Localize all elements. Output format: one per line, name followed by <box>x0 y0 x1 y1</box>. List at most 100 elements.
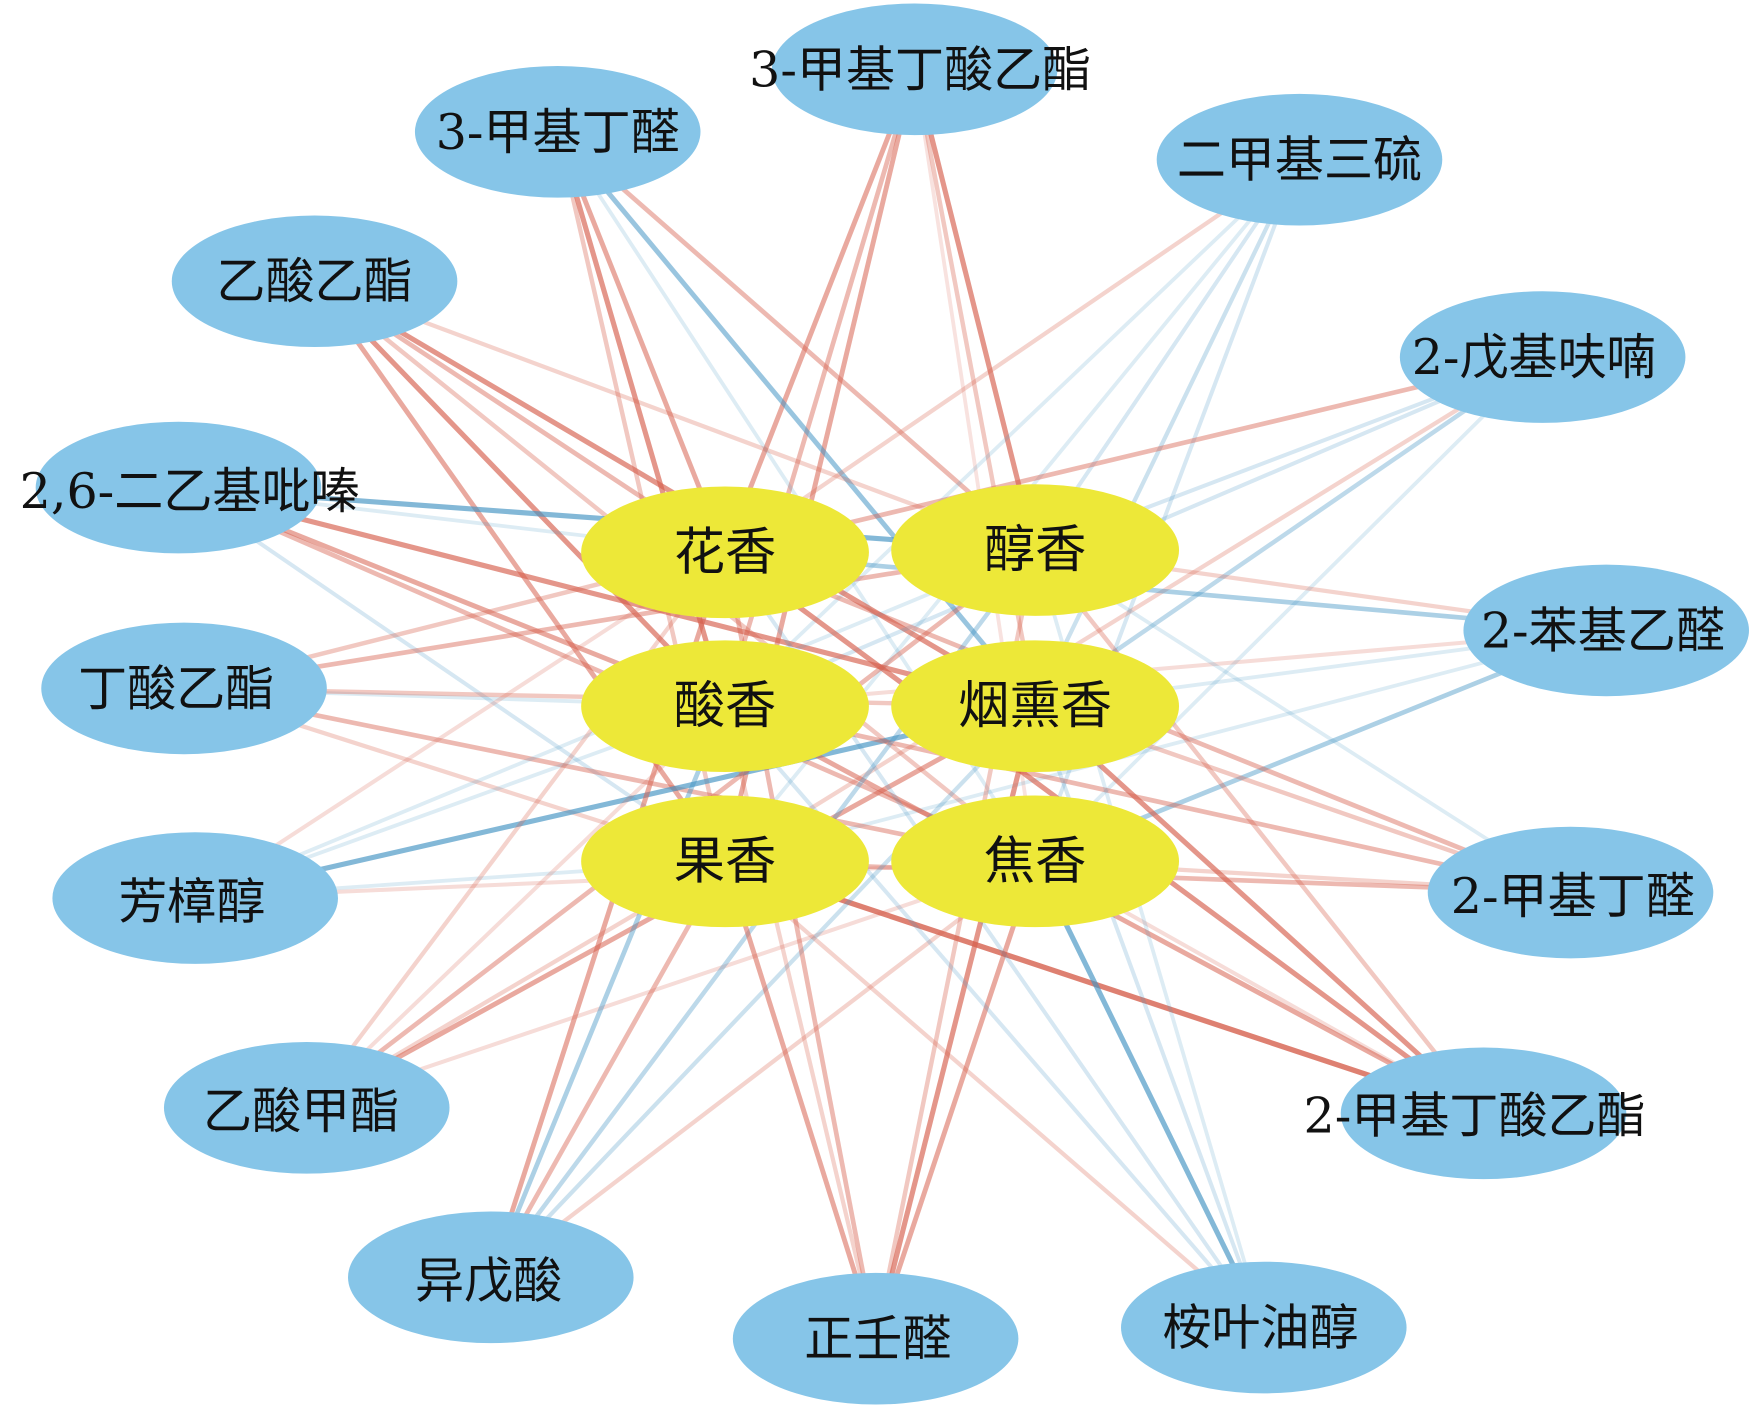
central-node-ellipse[interactable] <box>581 486 869 619</box>
peripheral-node[interactable]: 3-甲基丁酸乙酯 <box>749 3 1091 136</box>
edge-7-5 <box>183 686 1036 864</box>
central-node[interactable]: 烟熏香 <box>891 640 1180 773</box>
peripheral-node[interactable]: 乙酸甲酯 <box>163 1041 450 1174</box>
central-node-ellipse[interactable] <box>891 795 1180 928</box>
peripheral-node-label: 2-甲基丁醛 <box>1451 867 1695 925</box>
central-node-ellipse[interactable] <box>581 640 869 773</box>
peripheral-node[interactable]: 2-戊基呋喃 <box>1399 291 1686 423</box>
edge-11-4 <box>724 858 1485 1116</box>
central-node-ellipse[interactable] <box>891 484 1180 616</box>
edge-10-5 <box>306 859 1036 1110</box>
central-node[interactable]: 醇香 <box>891 484 1180 616</box>
peripheral-node-label: 乙酸甲酯 <box>203 1082 399 1140</box>
peripheral-node[interactable]: 桉叶油醇 <box>1121 1261 1407 1394</box>
central-node[interactable]: 花香 <box>581 486 869 619</box>
edge-12-2 <box>488 705 728 1279</box>
peripheral-node-ellipse[interactable] <box>1340 1047 1627 1180</box>
peripheral-node-ellipse[interactable] <box>732 1272 1019 1405</box>
peripheral-node[interactable]: 芳樟醇 <box>52 832 338 964</box>
peripheral-node-ellipse[interactable] <box>1463 564 1749 697</box>
edge-13-5 <box>873 860 1038 1340</box>
edge-2-3 <box>1033 158 1302 708</box>
peripheral-node[interactable]: 正壬醛 <box>732 1272 1019 1405</box>
central-node-label: 焦香 <box>984 831 1087 891</box>
peripheral-node-ellipse[interactable] <box>771 3 1058 136</box>
peripheral-node-label: 桉叶油醇 <box>1162 1299 1358 1357</box>
peripheral-node-label: 正壬醛 <box>804 1310 951 1368</box>
peripheral-node-ellipse[interactable] <box>1399 291 1686 423</box>
peripheral-node-ellipse[interactable] <box>41 622 327 755</box>
edge-12-5 <box>489 859 1037 1280</box>
peripheral-node-label: 2-戊基呋喃 <box>1412 328 1656 386</box>
central-node-label: 花香 <box>674 522 777 582</box>
peripheral-node-ellipse[interactable] <box>1121 1261 1407 1394</box>
central-node[interactable]: 焦香 <box>891 795 1180 928</box>
peripheral-node-ellipse[interactable] <box>35 421 322 554</box>
peripheral-node[interactable]: 二甲基三硫 <box>1156 93 1443 226</box>
edge-4-4 <box>723 355 1544 864</box>
peripheral-node[interactable]: 3-甲基丁醛 <box>414 65 701 198</box>
edge-8-3 <box>194 703 1036 901</box>
peripheral-node-label: 乙酸乙酯 <box>216 252 412 310</box>
central-node[interactable]: 酸香 <box>581 640 869 773</box>
edge-14-4 <box>723 859 1266 1330</box>
central-node-label: 醇香 <box>984 520 1087 580</box>
peripheral-node-label: 2-甲基丁酸乙酯 <box>1304 1087 1646 1145</box>
edge-4-0 <box>724 354 1544 555</box>
edge-1-3 <box>555 130 1038 708</box>
peripheral-node-ellipse[interactable] <box>414 65 701 198</box>
edge-10-0 <box>305 551 727 1110</box>
central-node-ellipse[interactable] <box>581 795 869 928</box>
peripheral-node[interactable]: 2-甲基丁醛 <box>1427 826 1714 959</box>
central-node[interactable]: 果香 <box>581 795 869 928</box>
peripheral-node-label: 3-甲基丁酸乙酯 <box>749 40 1091 98</box>
edge-11-3 <box>1033 704 1486 1116</box>
peripheral-node-ellipse[interactable] <box>1156 93 1443 226</box>
edge-2-2 <box>723 158 1301 708</box>
edge-7-1 <box>183 547 1036 691</box>
edge-4-5 <box>1033 355 1544 863</box>
edge-3-1 <box>313 279 1036 553</box>
edge-6-0 <box>724 549 1607 633</box>
edge-2-1 <box>1033 158 1302 552</box>
peripheral-node-ellipse[interactable] <box>163 1041 450 1174</box>
edge-2-0 <box>723 157 1301 555</box>
edge-0-0 <box>722 68 917 554</box>
central-node-ellipse[interactable] <box>891 640 1180 773</box>
edge-11-1 <box>1033 548 1486 1115</box>
central-node-label: 果香 <box>674 831 777 891</box>
edge-1-0 <box>555 130 728 554</box>
peripheral-node-ellipse[interactable] <box>348 1211 634 1344</box>
peripheral-node[interactable]: 乙酸乙酯 <box>171 215 458 348</box>
edge-14-5 <box>1032 860 1267 1329</box>
peripheral-node[interactable]: 异戊酸 <box>348 1211 634 1344</box>
peripheral-node[interactable]: 2-苯基乙醛 <box>1463 564 1749 697</box>
edge-5-3 <box>177 485 1036 709</box>
edge-9-2 <box>724 703 1572 895</box>
central-node-label: 酸香 <box>674 676 777 736</box>
peripheral-node-label: 2,6-二乙基吡嗪 <box>20 462 360 520</box>
peripheral-node[interactable]: 丁酸乙酯 <box>41 622 327 755</box>
peripheral-node-label: 异戊酸 <box>415 1252 562 1310</box>
peripheral-node-label: 芳樟醇 <box>118 872 265 930</box>
peripheral-node-label: 二甲基三硫 <box>1177 131 1422 189</box>
peripheral-node-ellipse[interactable] <box>52 832 338 964</box>
peripheral-node[interactable]: 2,6-二乙基吡嗪 <box>20 421 360 554</box>
peripheral-node-label: 2-苯基乙醛 <box>1481 601 1725 659</box>
edge-0-1 <box>912 68 1038 551</box>
peripheral-node[interactable]: 2-甲基丁酸乙酯 <box>1304 1047 1646 1180</box>
peripheral-node-label: 3-甲基丁醛 <box>436 103 680 161</box>
edge-6-2 <box>724 628 1607 709</box>
peripheral-node-ellipse[interactable] <box>1427 826 1714 959</box>
peripheral-node-ellipse[interactable] <box>171 215 458 348</box>
edge-12-4 <box>488 860 728 1279</box>
edge-9-1 <box>1034 548 1572 895</box>
edge-1-1 <box>556 130 1037 552</box>
edge-3-2 <box>312 279 727 709</box>
edge-12-3 <box>489 704 1037 1279</box>
peripheral-node-label: 丁酸乙酯 <box>78 659 274 717</box>
